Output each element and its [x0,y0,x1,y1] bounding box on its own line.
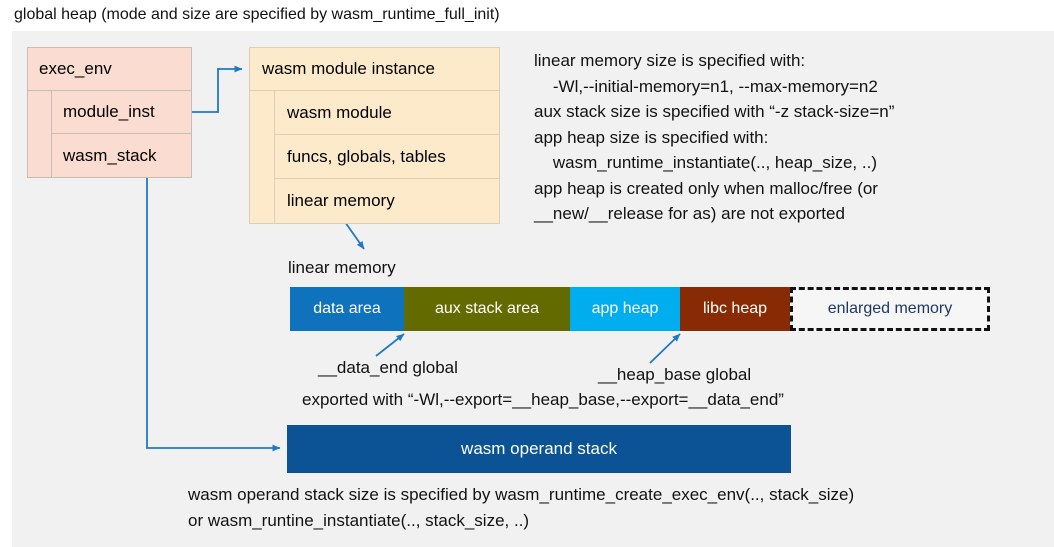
wmi-field-linear-memory[interactable]: linear memory [274,178,500,224]
exec-env-box[interactable]: exec_env module_inst wasm_stack [27,47,192,178]
annotation-heap-base: __heap_base global [598,365,752,384]
annotation-data-end: __data_end global [318,358,458,377]
exec-env-field-module-inst-label: module_inst [63,102,155,121]
annotation-exported-with: exported with “-Wl,--export=__heap_base,… [302,390,784,409]
exec-env-field-module-inst[interactable]: module_inst [51,90,192,134]
linear-memory-notes: linear memory size is specified with: -W… [534,51,895,223]
wasm-module-instance-header: wasm module instance [249,47,500,91]
memory-segment-aux-stack-area-label: aux stack area [434,300,540,317]
exec-env-title: exec_env [39,59,112,78]
exec-env-header: exec_env [27,47,192,91]
wasm-operand-stack-box[interactable]: wasm operand stack [287,425,791,473]
exec-env-field-wasm-stack-label: wasm_stack [63,145,157,165]
wasm-operand-stack-label: wasm operand stack [461,439,617,458]
exec-env-field-wasm-stack[interactable]: wasm_stack [51,133,192,178]
memory-segment-app-heap[interactable]: app heap [570,287,680,331]
memory-segment-libc-heap-label: libc heap [702,300,768,317]
memory-segment-data-area-label: data area [313,300,381,317]
linear-memory-caption: linear memory [288,258,396,277]
linear-memory-bar: data area aux stack area app heap libc h… [290,287,990,331]
wmi-field-wasm-module[interactable]: wasm module [274,90,500,135]
memory-segment-enlarged-memory[interactable]: enlarged memory [790,287,990,331]
wmi-field-wasm-module-label: wasm module [287,102,392,122]
wasm-module-instance-title: wasm module instance [262,59,435,78]
memory-segment-enlarged-memory-label: enlarged memory [827,300,953,317]
memory-segment-app-heap-label: app heap [591,300,659,317]
operand-stack-notes: wasm operand stack size is specified by … [188,485,855,530]
wmi-field-funcs-globals-tables[interactable]: funcs, globals, tables [274,134,500,179]
wmi-field-funcs-globals-tables-label: funcs, globals, tables [287,146,446,166]
wmi-field-linear-memory-label: linear memory [287,191,395,210]
page-title: global heap (mode and size are specified… [14,6,500,23]
wasm-module-instance-box[interactable]: wasm module instance wasm module funcs, … [249,47,500,224]
memory-segment-aux-stack-area[interactable]: aux stack area [404,287,570,331]
memory-segment-libc-heap[interactable]: libc heap [680,287,790,331]
exec-env-gutter [27,90,52,178]
wasm-module-instance-gutter [249,90,275,224]
memory-segment-data-area[interactable]: data area [290,287,404,331]
